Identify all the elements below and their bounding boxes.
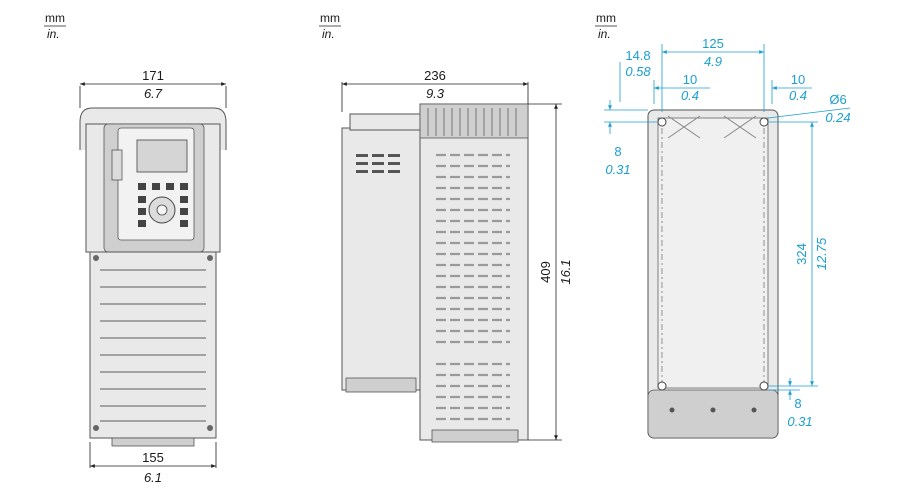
mount-top-offset-in: 0.31 — [605, 162, 630, 177]
front-view: 171 6.7 155 6.1 — [79, 68, 227, 485]
mount-vertical-spacing-in: 12.75 — [814, 237, 829, 270]
front-width-in: 6.7 — [144, 86, 163, 101]
front-bottom-width-mm: 155 — [142, 450, 164, 465]
unit-mm: mm — [596, 11, 616, 25]
mount-hole-spacing-in: 4.9 — [704, 54, 722, 69]
side-depth-mm: 236 — [424, 68, 446, 83]
unit-mm: mm — [45, 11, 65, 25]
side-depth-in: 9.3 — [426, 86, 445, 101]
unit-label-front: mm in. — [44, 11, 66, 41]
mount-slot-left-mm: 10 — [683, 72, 697, 87]
mount-bottom-offset-in: 0.31 — [787, 414, 812, 429]
front-bottom-width-in: 6.1 — [144, 470, 162, 485]
mount-hole-spacing-mm: 125 — [702, 36, 724, 51]
unit-in: in. — [47, 27, 60, 41]
side-vents — [436, 153, 510, 421]
front-vents — [100, 269, 206, 422]
mount-hole-diameter-in: 0.24 — [825, 110, 850, 125]
mount-slot-right-mm: 10 — [791, 72, 805, 87]
mount-view: 125 4.9 14.8 0.58 10 0.4 10 0.4 Ø6 0.24 … — [604, 36, 851, 439]
mount-left-offset-in: 0.58 — [625, 64, 651, 79]
unit-label-mount: mm in. — [595, 11, 617, 41]
mount-left-offset-mm: 14.8 — [625, 48, 650, 63]
side-height-in: 16.1 — [558, 259, 573, 284]
mount-hole-diameter-mm: Ø6 — [829, 92, 846, 107]
side-view: 236 9.3 409 16.1 — [341, 68, 573, 443]
front-width-mm: 171 — [142, 68, 164, 83]
mount-slot-left-in: 0.4 — [681, 88, 699, 103]
mount-vertical-spacing-mm: 324 — [794, 243, 809, 265]
mount-slot-right-in: 0.4 — [789, 88, 807, 103]
unit-label-side: mm in. — [319, 11, 341, 41]
unit-mm: mm — [320, 11, 340, 25]
unit-in: in. — [322, 27, 335, 41]
unit-in: in. — [598, 27, 611, 41]
mount-bottom-offset-mm: 8 — [794, 396, 801, 411]
mount-top-offset-mm: 8 — [614, 144, 621, 159]
side-height-mm: 409 — [538, 261, 553, 283]
